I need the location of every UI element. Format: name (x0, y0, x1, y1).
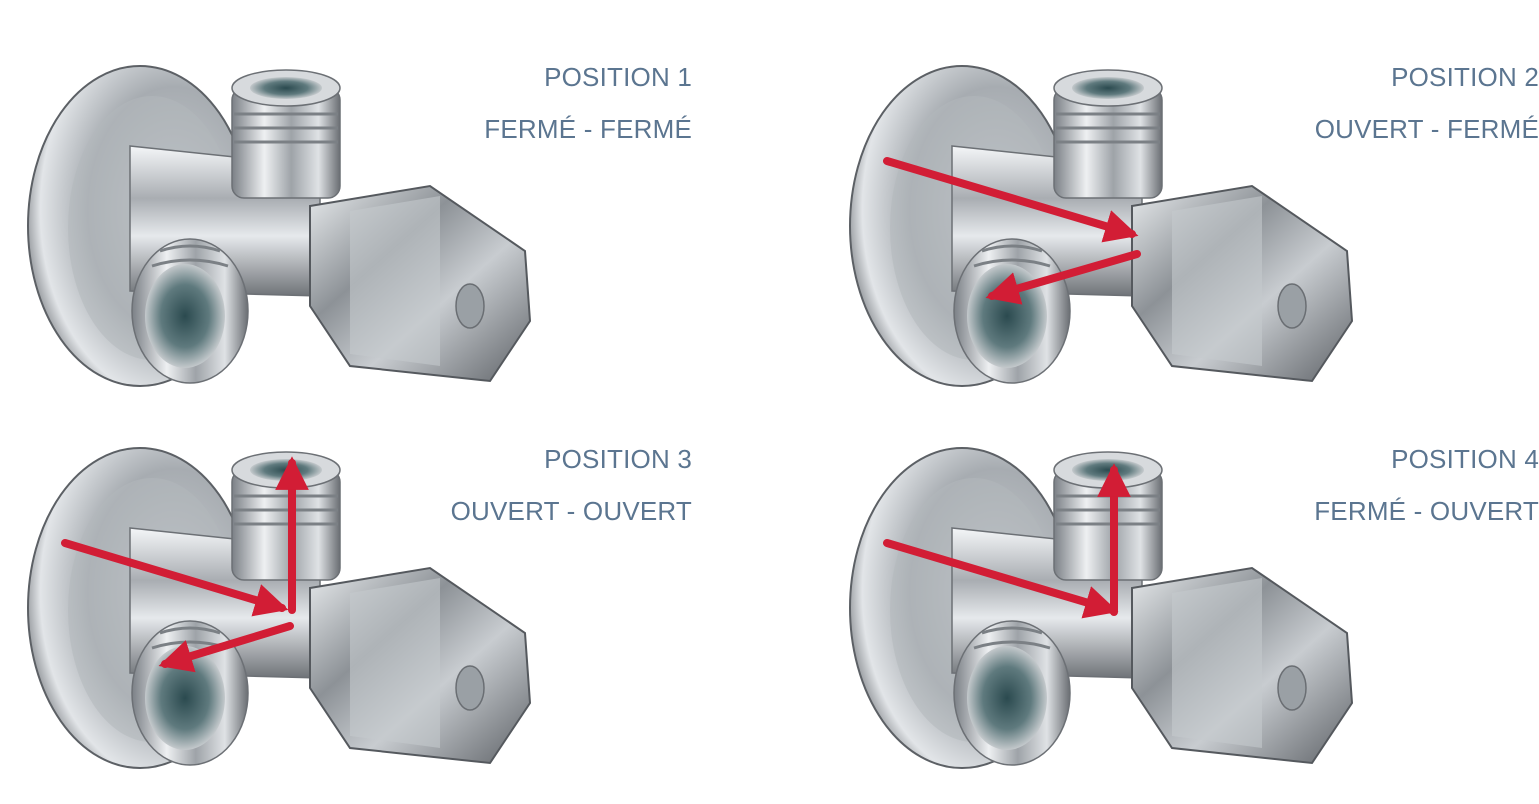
valve-illustration (26, 64, 532, 388)
position-state: FERMÉ - OUVERT (1314, 496, 1539, 526)
valve-illustration (848, 446, 1354, 770)
position-state: OUVERT - FERMÉ (1314, 114, 1539, 144)
flow-arrow-inlet (883, 157, 1139, 243)
position-title: POSITION 1 (544, 62, 692, 92)
flow-arrow-inlet (61, 539, 289, 617)
position-state: FERMÉ - FERMÉ (484, 114, 692, 144)
position-title: POSITION 4 (1391, 444, 1539, 474)
position-panel-1: POSITION 1 FERMÉ - FERMÉ (0, 18, 760, 398)
flow-arrow-inlet (883, 539, 1119, 619)
position-state: OUVERT - OUVERT (450, 496, 692, 526)
valve-illustration (26, 446, 532, 770)
position-panel-2: POSITION 2 OUVERT - FERMÉ (822, 18, 1539, 398)
flow-arrow-left-outlet (985, 250, 1141, 305)
flow-arrow-left-outlet (158, 622, 294, 673)
position-title: POSITION 2 (1391, 62, 1539, 92)
position-panel-3: POSITION 3 OUVERT - OUVERT (0, 400, 760, 780)
position-panel-4: POSITION 4 FERMÉ - OUVERT (822, 400, 1539, 780)
position-title: POSITION 3 (544, 444, 692, 474)
valve-illustration (848, 64, 1354, 388)
